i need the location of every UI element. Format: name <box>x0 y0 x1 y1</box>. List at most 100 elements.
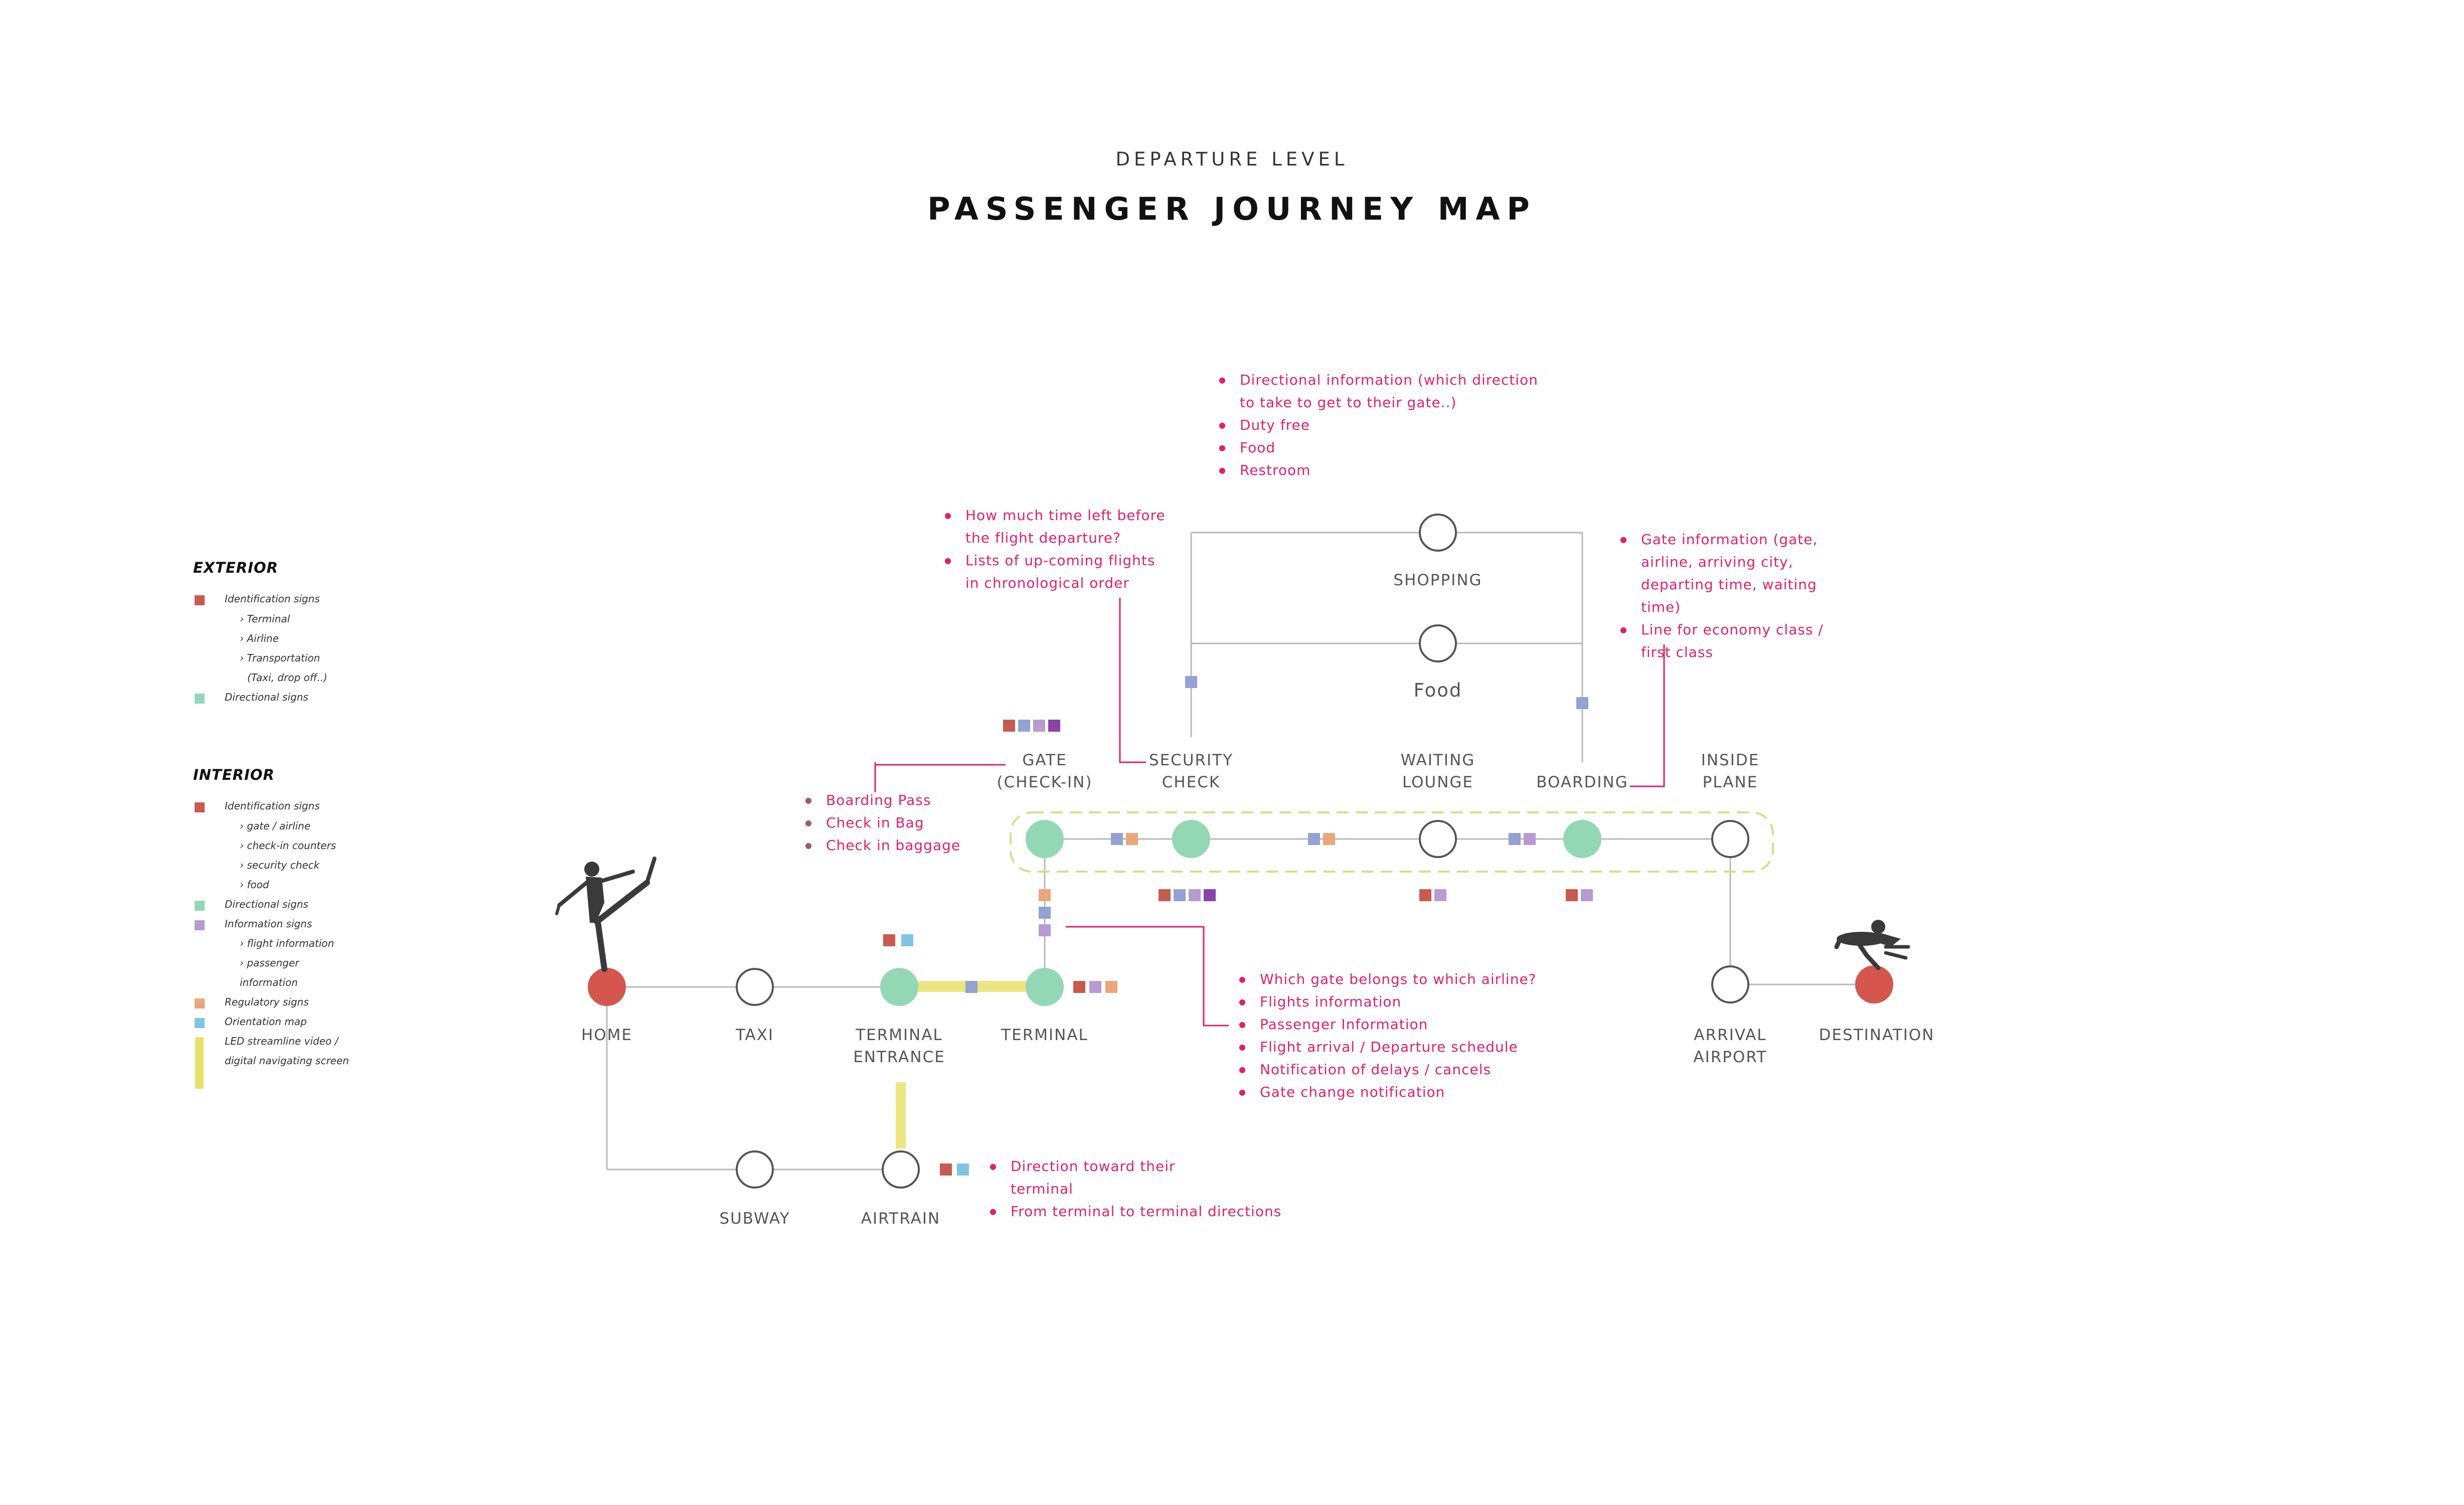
marker-gate-id <box>1003 720 1015 732</box>
page-subtitle: DEPARTURE LEVEL <box>1115 148 1349 170</box>
marker-sw-reg <box>1323 833 1335 845</box>
marker-wb-sec <box>1509 833 1521 845</box>
label-subway: SUBWAY <box>719 1210 790 1228</box>
marker-t-id <box>1073 981 1085 993</box>
marker-te-sec <box>965 981 977 993</box>
node-shopping <box>1419 514 1457 552</box>
legend-int-sub-security: › security check <box>240 859 320 871</box>
marker-at-id <box>940 1163 952 1176</box>
legend-swatch-directional <box>195 694 205 704</box>
note-item: Passenger Information <box>1239 1013 1537 1036</box>
legend-int-led-2: digital navigating screen <box>225 1055 349 1067</box>
page-title: PASSENGER JOURNEY MAP <box>927 191 1537 227</box>
node-taxi <box>736 968 774 1006</box>
note-item: Flights information <box>1239 990 1537 1013</box>
note-item: Line for economy class /first class <box>1620 618 1824 663</box>
notes-terminal: Which gate belongs to which airline? Fli… <box>1239 968 1537 1103</box>
note-item: Which gate belongs to which airline? <box>1239 968 1537 990</box>
legend-swatch-int-regulatory <box>195 998 205 1009</box>
note-item: Gate information (gate,airline, arriving… <box>1620 528 1824 618</box>
marker-te-orient <box>901 934 913 946</box>
note-item: Directional information (which direction… <box>1219 369 1538 414</box>
node-destination <box>1855 965 1893 1004</box>
interior-boundary <box>1010 811 1774 873</box>
legend-int-sub-passenger: › passenger <box>240 957 299 969</box>
note-item: Food <box>1219 436 1538 459</box>
marker-bw-info <box>1434 889 1446 901</box>
node-home <box>588 968 626 1006</box>
legend-ext-directional: Directional signs <box>225 691 308 703</box>
node-waiting <box>1419 820 1457 858</box>
legend-int-sub-food: › food <box>240 879 269 891</box>
note-item: Boarding Pass <box>805 789 960 811</box>
leader-gateinfo <box>1630 644 1665 787</box>
note-item: Restroom <box>1219 459 1538 481</box>
node-boarding <box>1563 820 1601 858</box>
legend-interior-heading: INTERIOR <box>193 766 275 783</box>
node-gate <box>1026 820 1064 858</box>
legend-swatch-int-led <box>195 1037 204 1089</box>
notes-top: Directional information (which direction… <box>1219 369 1538 481</box>
dancer-silhouette <box>555 857 656 972</box>
marker-gate-sec <box>1018 720 1030 732</box>
leader-terminal <box>1066 926 1229 1027</box>
marker-bs-info <box>1189 889 1201 901</box>
marker-bw-id <box>1419 889 1431 901</box>
note-item: Flight arrival / Departure schedule <box>1239 1036 1537 1058</box>
legend-swatch-identification <box>195 595 205 605</box>
marker-security-up <box>1185 676 1197 688</box>
marker-gate-dark <box>1048 720 1060 732</box>
label-taxi: TAXI <box>735 1026 774 1044</box>
legend-int-led-1: LED streamline video / <box>225 1035 339 1047</box>
note-item: From terminal to terminal directions <box>990 1200 1281 1223</box>
marker-boarding-up <box>1576 697 1588 709</box>
node-subway <box>736 1150 774 1189</box>
legend-int-sub-gate: › gate / airline <box>240 820 311 832</box>
note-item: Check in baggage <box>805 834 960 857</box>
legend-exterior-heading: EXTERIOR <box>193 559 278 576</box>
node-security <box>1172 820 1210 858</box>
legend-int-information: Information signs <box>225 918 312 930</box>
label-gate: GATE(CHECK-IN) <box>997 751 1093 791</box>
yoga-silhouette <box>1834 920 1910 970</box>
legend-ext-sub-transportation: › Transportation <box>240 652 320 664</box>
marker-v-reg <box>1039 889 1051 901</box>
node-inside-plane <box>1711 820 1749 858</box>
legend-ext-sub-taxi: (Taxi, drop off..) <box>247 672 327 684</box>
legend-swatch-int-information <box>195 920 205 930</box>
marker-wb-info <box>1524 833 1536 845</box>
marker-gs-sec <box>1111 833 1123 845</box>
legend-ext-identification: Identification signs <box>225 593 320 605</box>
leader-time <box>1119 598 1146 763</box>
legend-swatch-int-identification <box>195 802 205 812</box>
label-terminal: TERMINAL <box>1001 1026 1088 1044</box>
marker-at-orient <box>957 1163 969 1176</box>
node-airtrain <box>882 1150 920 1189</box>
note-item: Duty free <box>1219 414 1538 436</box>
marker-t-reg <box>1105 981 1117 993</box>
label-food: Food <box>1413 680 1462 701</box>
label-boarding: BOARDING <box>1536 773 1628 791</box>
label-home: HOME <box>581 1026 633 1044</box>
node-arrival <box>1711 965 1749 1004</box>
marker-bs-dark <box>1204 889 1216 901</box>
legend-int-regulatory: Regulatory signs <box>225 996 309 1008</box>
marker-bs-id <box>1159 889 1171 901</box>
led-streamline-airtrain <box>896 1082 906 1148</box>
node-terminal <box>1026 968 1064 1006</box>
marker-v-sec <box>1039 907 1051 919</box>
legend-int-sub-flight: › flight information <box>240 937 335 949</box>
marker-bs-sec <box>1174 889 1186 901</box>
note-item: Gate change notification <box>1239 1081 1537 1103</box>
marker-v-info <box>1039 924 1051 936</box>
node-food <box>1419 624 1457 662</box>
